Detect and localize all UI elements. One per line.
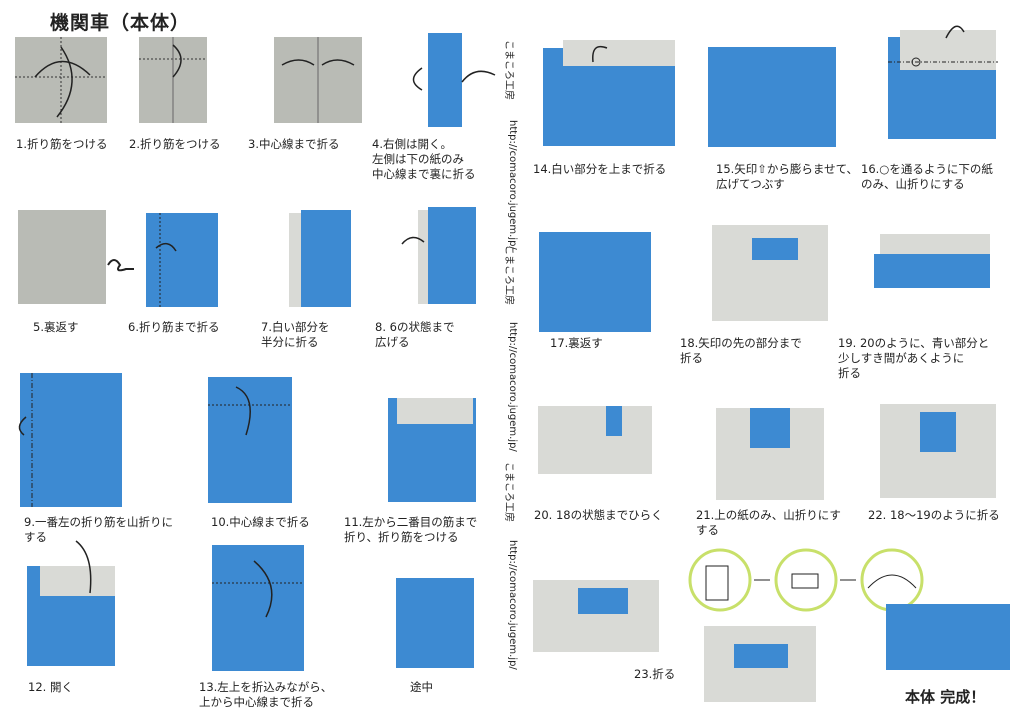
step-caption: 12. 開く <box>28 680 73 694</box>
fold-arrow-icon <box>888 25 998 67</box>
step-caption: 20. 18の状態までひらく <box>534 508 663 522</box>
step8-photo <box>428 207 476 304</box>
step19-photo <box>874 254 990 288</box>
site-label: こまころ工房 <box>503 245 514 305</box>
step23-photo <box>578 588 628 614</box>
step-caption: 9.一番左の折り筋を山折りに する <box>24 515 173 544</box>
step22-photo <box>920 412 956 452</box>
step12-photo <box>40 566 115 596</box>
step8-photo <box>418 210 428 304</box>
fold-arrow-icon <box>208 386 292 436</box>
step-caption: 23.折る <box>634 667 676 681</box>
page-title: 機関車（本体） <box>50 12 191 34</box>
step-caption: 8. 6の状態まで 広げる <box>375 320 455 349</box>
step16-photo <box>900 30 996 70</box>
step17-photo <box>539 232 651 332</box>
step6-photo <box>146 213 218 307</box>
step-caption: 途中 <box>410 680 433 694</box>
finished-locomotive-photo <box>886 604 1010 670</box>
site-label: こまころ工房 <box>503 462 514 522</box>
step13b-photo <box>396 578 474 668</box>
fold-arrow-icon <box>139 37 207 123</box>
step15-photo <box>708 47 836 147</box>
step14-photo <box>563 40 675 66</box>
step-caption: 2.折り筋をつける <box>129 137 221 151</box>
step13-photo <box>212 545 304 671</box>
fold-arrow-icon <box>412 67 496 91</box>
site-label: こまころ工房 <box>503 40 514 100</box>
fold-arrow-icon <box>212 560 304 618</box>
step-caption: 16.○を通るように下の紙 のみ、山折りにする <box>861 162 993 191</box>
step7-photo <box>289 213 301 307</box>
step5-photo <box>18 210 106 304</box>
step-caption: 11.左から二番目の筋まで 折り、折り筋をつける <box>344 515 478 544</box>
site-url: http://comacoro.jugem.jp/ <box>507 322 518 452</box>
step4-photo <box>428 33 462 127</box>
detail-circles <box>688 548 924 612</box>
step18-photo <box>752 238 798 260</box>
fold-arrow-icon <box>155 213 177 307</box>
fold-arrow-icon <box>75 540 92 594</box>
step-caption: 15.矢印⇧から膨らませて、 広げてつぶす <box>716 162 859 191</box>
step23-detail-photo <box>734 644 788 668</box>
step-caption: 4.右側は開く。 左側は下の紙のみ 中心線まで裏に折る <box>372 137 476 181</box>
step-caption: 7.白い部分を 半分に折る <box>261 320 330 349</box>
step21-photo <box>750 408 790 448</box>
fold-arrow-icon <box>15 37 107 123</box>
step19-photo <box>880 234 990 254</box>
step7-photo <box>301 210 351 307</box>
step-caption: 19. 20のように、青い部分と 少しすき間があくように 折る <box>838 336 990 380</box>
step-caption: 14.白い部分を上まで折る <box>533 162 667 176</box>
step10-photo <box>208 377 292 503</box>
step-caption: 17.裏返す <box>550 336 603 350</box>
step-caption: 6.折り筋まで折る <box>128 320 220 334</box>
fold-arrow-icon <box>401 236 425 245</box>
step11-photo <box>397 398 473 424</box>
completion-label: 本体 完成！ <box>905 688 986 706</box>
step1-photo <box>15 37 107 123</box>
site-url: http://comacoro.jugem.jp/ <box>507 120 518 250</box>
fold-arrow-icon <box>592 45 608 63</box>
step-caption: 1.折り筋をつける <box>16 137 108 151</box>
flip-arrow-icon <box>107 259 134 272</box>
step20-photo <box>538 406 652 474</box>
step-caption: 5.裏返す <box>33 320 79 334</box>
step9-photo <box>20 373 122 507</box>
step-caption: 13.左上を折込みながら、 上から中心線まで折る <box>199 680 333 709</box>
step-caption: 21.上の紙のみ、山折りにす する <box>696 508 841 537</box>
step-caption: 22. 18〜19のように折る <box>868 508 1000 522</box>
step20-photo <box>606 406 622 436</box>
step-caption: 3.中心線まで折る <box>248 137 340 151</box>
site-url: http://comacoro.jugem.jp/ <box>507 540 518 670</box>
step-caption: 18.矢印の先の部分まで 折る <box>680 336 802 365</box>
step-caption: 10.中心線まで折る <box>211 515 310 529</box>
fold-arrow-icon <box>281 37 355 123</box>
fold-arrow-icon <box>18 373 33 507</box>
